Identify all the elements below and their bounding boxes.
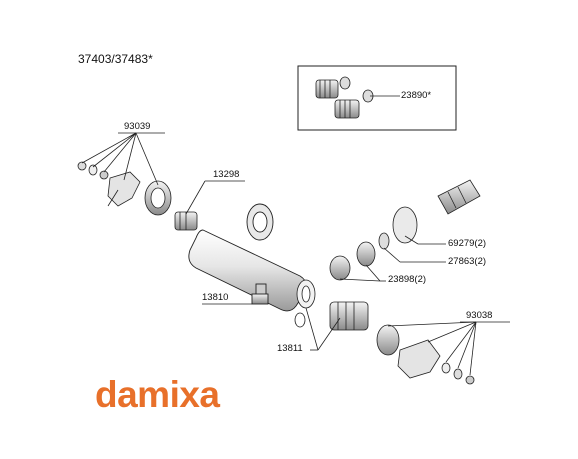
leader-lines — [81, 132, 510, 376]
inset-box — [297, 65, 457, 131]
inset-cartridge-pair — [315, 76, 374, 119]
part-label-13811: 13811 — [277, 343, 303, 354]
mixer-body — [188, 203, 307, 312]
left-handle-assembly — [77, 161, 198, 231]
part-label-13298: 13298 — [213, 169, 240, 180]
model-number-title: 37403/37483* — [78, 52, 153, 66]
part-label-93038: 93038 — [466, 310, 493, 321]
part-label-13810: 13810 — [202, 292, 229, 303]
part-label-69279: 69279(2) — [448, 238, 487, 249]
part-label-27863: 27863(2) — [448, 256, 487, 267]
right-inlet-parts — [296, 179, 481, 309]
part-label-93039: 93039 — [124, 121, 151, 132]
right-handle-assembly — [294, 301, 475, 385]
part-label-23898: 23898(2) — [388, 274, 427, 285]
brand-logo: damixa — [95, 374, 220, 415]
part-label-23890: 23890* — [401, 90, 432, 101]
